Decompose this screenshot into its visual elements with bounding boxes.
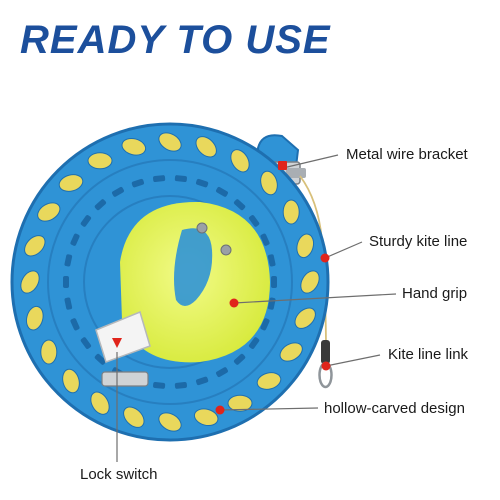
callout-hollow-carved-design: hollow-carved design (324, 400, 465, 417)
hollow-slot (256, 372, 282, 390)
hollow-slot (87, 152, 113, 170)
hollow-slot (37, 202, 61, 222)
inner-slot (80, 215, 92, 227)
inner-slot (153, 381, 166, 389)
hollow-slot (58, 174, 84, 192)
inner-slot (70, 233, 80, 246)
hollow-slot (123, 406, 145, 428)
inner-slot (233, 353, 246, 365)
inner-slot (153, 175, 166, 183)
hand-grip (120, 201, 270, 363)
hollow-slot (158, 412, 182, 432)
hollow-slot (195, 136, 217, 158)
hollow-slot (40, 339, 58, 365)
inner-slot (233, 199, 246, 211)
inner-slot (216, 187, 228, 197)
hollow-slot (193, 408, 219, 427)
inner-slot (112, 187, 124, 197)
callout-hand-grip: Hand grip (402, 285, 468, 302)
inner-slot (267, 254, 276, 267)
leader-lines (116, 154, 397, 462)
callout-metal-wire-bracket: Metal wire bracket (346, 146, 468, 163)
hollow-slot (24, 235, 46, 257)
inner-slot (64, 297, 73, 310)
inner-slot (260, 233, 270, 246)
inner-slot (174, 175, 187, 183)
hollow-slot (279, 342, 303, 362)
inner-slot (80, 337, 92, 349)
inner-slot (216, 367, 228, 377)
inner-slot (248, 337, 260, 349)
headline: READY TO USE (20, 18, 331, 62)
inner-slot (94, 199, 107, 211)
callout-lock-switch: Lock switch (80, 466, 158, 483)
hollow-slot (25, 305, 44, 331)
callout-markers (112, 161, 331, 415)
callout-kite-line-link: Kite line link (388, 346, 469, 363)
hollow-slot (158, 132, 182, 152)
hollow-slot (230, 149, 250, 173)
hollow-slot (296, 233, 315, 259)
inner-slot (64, 254, 73, 267)
inner-slot (195, 178, 209, 188)
inner-slot (131, 178, 145, 188)
hollow-slot (121, 137, 147, 156)
inner-slot (248, 215, 260, 227)
hollow-slot (260, 170, 278, 196)
inner-slot (260, 318, 270, 331)
hollow-slot (227, 394, 253, 412)
lock-switch (95, 310, 151, 387)
hollow-slot (282, 199, 300, 225)
hollow-slot (62, 368, 80, 394)
hollow-slot (294, 307, 316, 329)
hollow-slot (20, 270, 40, 294)
hollow-slot (300, 270, 320, 294)
hollow-carved-slots (20, 132, 320, 432)
inner-slot (271, 276, 277, 288)
hollow-slot (90, 391, 110, 415)
inner-slot (63, 276, 69, 288)
callout-sturdy-kite-line: Sturdy kite line (369, 233, 468, 250)
inner-slot (70, 318, 80, 331)
inner-slot (94, 353, 107, 365)
inner-slot (195, 376, 209, 386)
inner-slot (174, 381, 187, 389)
